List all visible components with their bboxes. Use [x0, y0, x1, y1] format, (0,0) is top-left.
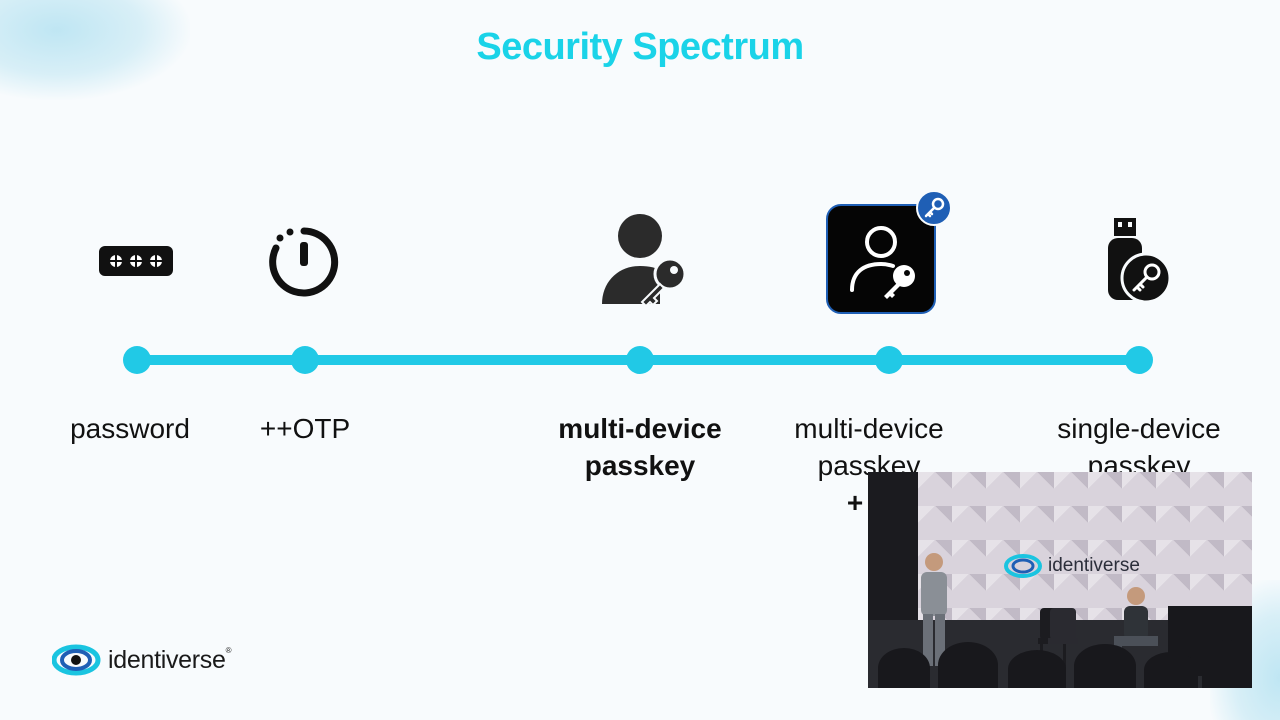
label-otp: ++OTP [259, 413, 351, 444]
password-field-icon [99, 246, 173, 276]
user-key-icon [602, 214, 687, 308]
stage-chair [1048, 608, 1078, 644]
label-line: passkey [584, 450, 696, 481]
stage-logo-text: identiverse [1048, 555, 1140, 576]
audience-head [1144, 652, 1198, 688]
timeline-node-single-device-passkey [1125, 346, 1153, 374]
user-key-app-icon [826, 204, 936, 314]
timeline-node-multi-device-passkey-plus [875, 346, 903, 374]
usb-security-key-icon [1108, 218, 1172, 304]
slide-title: Security Spectrum [476, 26, 804, 68]
identiverse-swirl-icon [1004, 554, 1042, 578]
timeline-node-otp [291, 346, 319, 374]
presenter-figure [921, 553, 947, 666]
corner-decoration-top-left [0, 0, 190, 100]
audience-head [878, 648, 930, 688]
label-line: multi-device [558, 413, 722, 444]
stage-backdrop [918, 472, 1252, 622]
timeline-node-multi-device-passkey [626, 346, 654, 374]
brand-logo: identiverse® [52, 643, 231, 677]
label-line: multi-device [794, 413, 944, 444]
key-badge-icon [916, 190, 952, 226]
label-multi-device-passkey: multi-device passkey [530, 410, 750, 484]
label-password: password [70, 413, 190, 444]
identiverse-swirl-icon [52, 644, 101, 676]
brand-name: identiverse® [108, 645, 232, 674]
audience-head [1074, 644, 1136, 688]
otp-timer-icon [269, 227, 339, 297]
audience-head [1008, 650, 1066, 688]
timeline-node-password [123, 346, 151, 374]
audience-head [1202, 640, 1252, 688]
stage-logo: identiverse [1004, 552, 1140, 580]
audience-head [938, 642, 998, 688]
label-line: single-device [1057, 413, 1221, 444]
speaker-video-inset: identiverse [868, 472, 1252, 688]
